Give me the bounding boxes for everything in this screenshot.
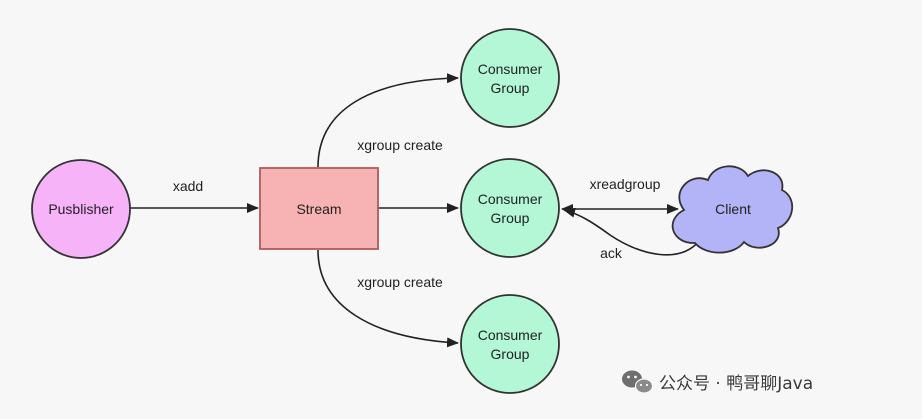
node-client: Client xyxy=(671,165,793,254)
node-consumer-group-middle: Consumer Group xyxy=(460,158,560,258)
watermark-text: 公众号 · 鸭哥聊Java xyxy=(659,374,813,394)
node-consumer-group-middle-line1: Consumer xyxy=(478,191,543,207)
node-consumer-group-bottom-line1: Consumer xyxy=(478,327,543,343)
cloud-icon xyxy=(671,165,793,254)
node-stream: Stream xyxy=(259,167,379,250)
node-consumer-group-top: Consumer Group xyxy=(460,28,560,128)
node-publisher-label: Pusblisher xyxy=(48,201,114,217)
node-publisher: Pusblisher xyxy=(31,159,131,259)
node-consumer-group-bottom-line2: Group xyxy=(491,346,530,362)
edge-xgroup-create-bottom xyxy=(317,249,459,348)
label-xgroup-create-top: xgroup create xyxy=(357,137,443,153)
node-consumer-group-top-line2: Group xyxy=(491,80,530,96)
watermark: 公众号 · 鸭哥聊Java xyxy=(622,370,813,394)
node-consumer-group-top-line1: Consumer xyxy=(478,61,543,77)
node-consumer-group-bottom: Consumer Group xyxy=(460,294,560,394)
label-xadd: xadd xyxy=(173,178,203,194)
edge-xgroup-create-top xyxy=(317,73,459,168)
label-ack: ack xyxy=(600,245,623,261)
node-stream-label: Stream xyxy=(296,201,341,217)
node-consumer-group-middle-line2: Group xyxy=(491,210,530,226)
edge-ack xyxy=(563,207,701,256)
label-xreadgroup: xreadgroup xyxy=(590,176,661,192)
wechat-icon xyxy=(622,370,654,394)
label-xgroup-create-bottom: xgroup create xyxy=(357,274,443,290)
node-client-label: Client xyxy=(715,201,751,217)
